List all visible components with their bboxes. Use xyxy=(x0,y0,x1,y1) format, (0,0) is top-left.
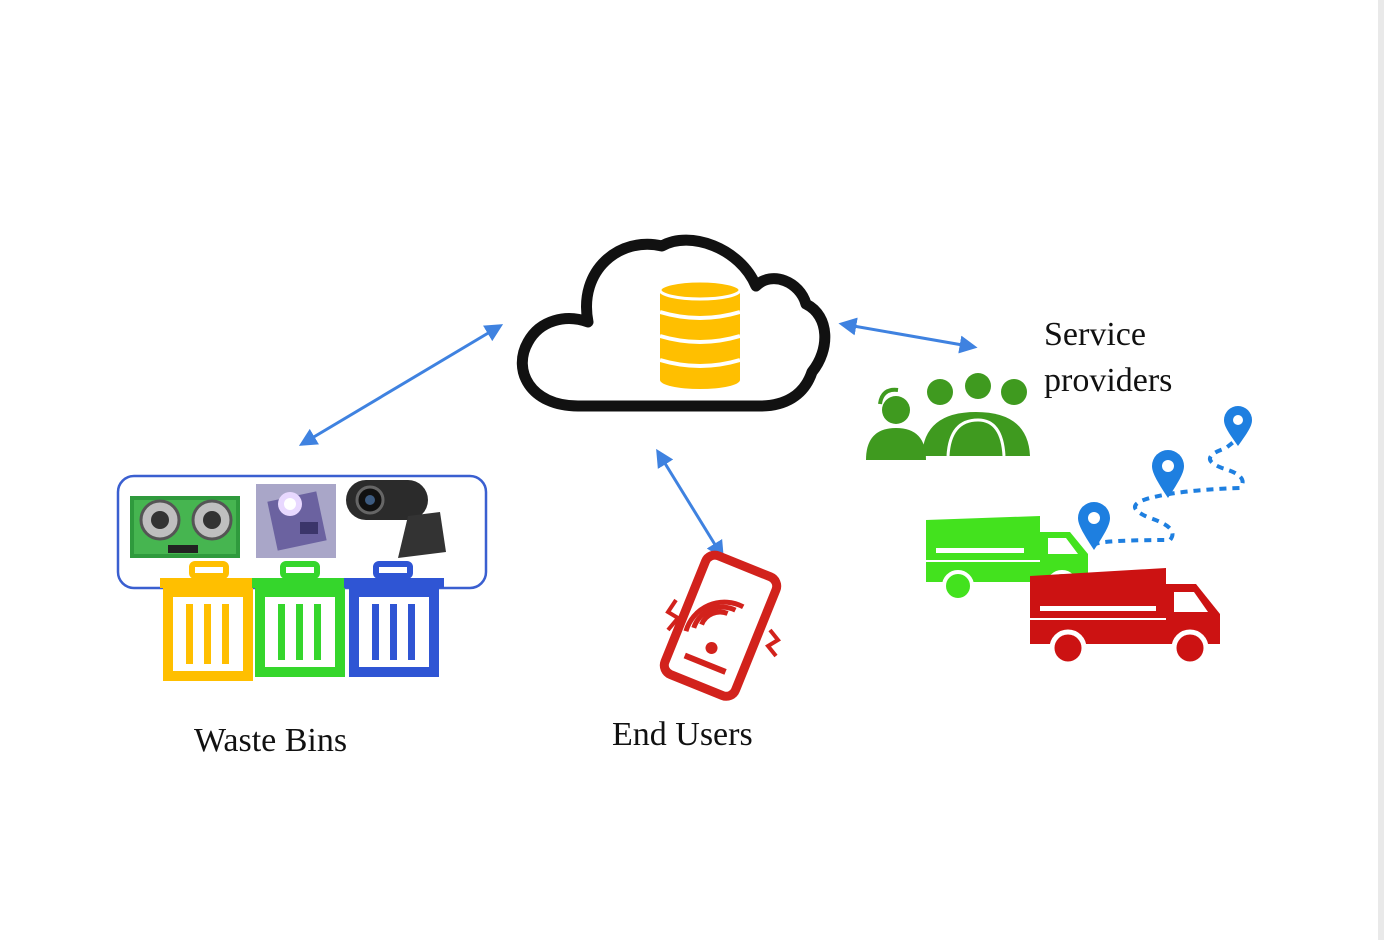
smartphone-signal-icon xyxy=(659,550,782,701)
trash-bin-icon xyxy=(160,561,444,681)
webcam-icon xyxy=(346,480,446,558)
arrow-providers-cloud xyxy=(838,317,978,354)
database-icon xyxy=(658,279,742,389)
right-edge-strip xyxy=(1378,0,1384,940)
arrow-bins-cloud xyxy=(298,324,504,446)
arrow-users-cloud xyxy=(656,448,724,560)
dump-truck-icon xyxy=(926,516,1220,667)
service-providers-label: Service providers xyxy=(1044,312,1172,404)
people-group-icon xyxy=(866,373,1030,460)
ultrasonic-sensor-icon xyxy=(130,496,240,558)
cloud-database-icon xyxy=(516,234,831,412)
microcontroller-board-icon xyxy=(256,484,336,558)
service-label-line1: Service xyxy=(1044,316,1146,353)
end-users-label: End Users xyxy=(612,716,753,753)
map-pin-route-icon xyxy=(1078,406,1252,550)
waste-bins-label: Waste Bins xyxy=(194,722,348,759)
service-label-line2: providers xyxy=(1044,361,1173,399)
